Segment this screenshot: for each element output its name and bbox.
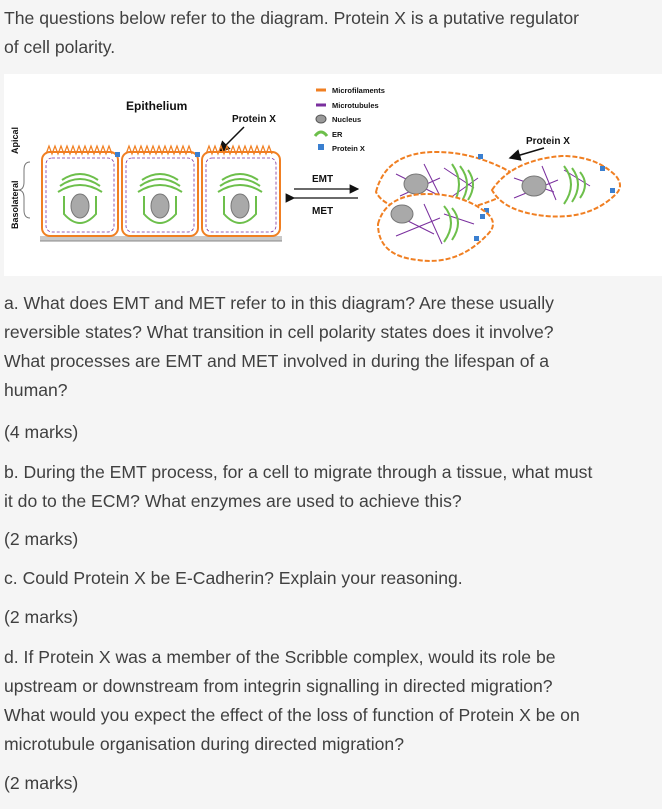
question-b-line-2: it do to the ECM? What enzymes are used … bbox=[4, 491, 462, 511]
legend-er-swatch bbox=[313, 130, 329, 137]
protein-x-right-label: Protein X bbox=[526, 136, 570, 147]
question-a-marks: (4 marks) bbox=[4, 422, 79, 442]
diagram-svg: Apical Basolateral Epithelium Protein X bbox=[10, 86, 621, 262]
diagram-legend: Microfilaments Microtubules Nucleus ER P… bbox=[313, 86, 385, 153]
question-d-line-4: microtubule organisation during directed… bbox=[4, 734, 404, 754]
epithelium-label: Epithelium bbox=[126, 99, 187, 113]
mesenchymal-cells bbox=[374, 150, 621, 262]
question-c-marks: (2 marks) bbox=[4, 607, 79, 627]
apical-label: Apical bbox=[10, 127, 20, 154]
question-d-line-1: d. If Protein X was a member of the Scri… bbox=[4, 647, 556, 667]
question-a-line-2: reversible states? What transition in ce… bbox=[4, 322, 554, 342]
emt-label: EMT bbox=[312, 174, 333, 185]
legend-microfilaments-label: Microfilaments bbox=[332, 86, 385, 95]
intro-line-1: The questions below refer to the diagram… bbox=[4, 8, 580, 28]
question-a-line-3: What processes are EMT and MET involved … bbox=[4, 351, 550, 371]
protein-x-left-label: Protein X bbox=[232, 114, 276, 125]
question-d-marks: (2 marks) bbox=[4, 773, 79, 793]
question-d-line-2: upstream or downstream from integrin sig… bbox=[4, 676, 553, 696]
legend-nucleus-swatch bbox=[315, 114, 327, 124]
legend-er-label: ER bbox=[332, 130, 343, 139]
question-d-line-3: What would you expect the effect of the … bbox=[4, 705, 580, 725]
question-b-marks: (2 marks) bbox=[4, 529, 79, 549]
question-b-line-1: b. During the EMT process, for a cell to… bbox=[4, 462, 593, 482]
met-label: MET bbox=[312, 206, 333, 217]
cell-polarity-diagram: Apical Basolateral Epithelium Protein X bbox=[4, 74, 662, 276]
basolateral-label: Basolateral bbox=[10, 180, 20, 229]
question-a-line-1: a. What does EMT and MET refer to in thi… bbox=[4, 293, 554, 313]
question-c-line-1: c. Could Protein X be E-Cadherin? Explai… bbox=[4, 568, 463, 588]
legend-protein-x-label: Protein X bbox=[332, 144, 365, 153]
intro-line-2: of cell polarity. bbox=[4, 37, 116, 57]
legend-nucleus-label: Nucleus bbox=[332, 115, 361, 124]
protein-x-left-arrow bbox=[217, 126, 245, 154]
basolateral-bracket bbox=[17, 161, 31, 219]
epithelial-cells bbox=[40, 144, 282, 242]
legend-protein-x-swatch bbox=[318, 144, 324, 150]
protein-x-right-arrow bbox=[508, 147, 545, 161]
legend-microtubules-label: Microtubules bbox=[332, 101, 379, 110]
question-a-line-4: human? bbox=[4, 380, 68, 400]
